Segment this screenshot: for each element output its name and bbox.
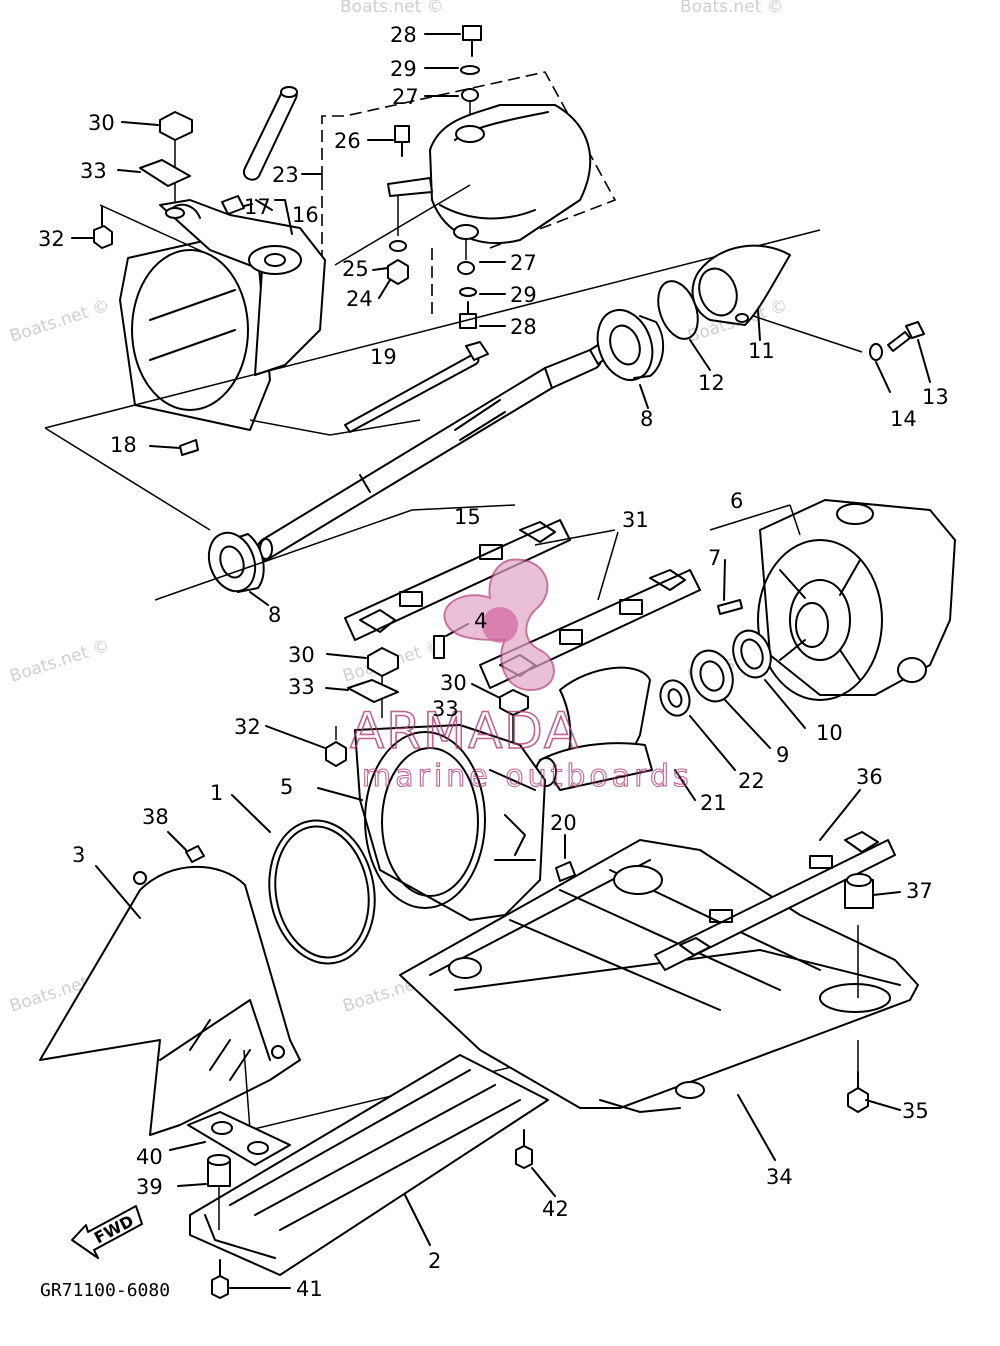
oring-1 (231, 794, 376, 965)
callout-35: 35 (902, 1099, 929, 1123)
callout-17: 17 (244, 195, 271, 219)
callout-29: 29 (390, 57, 417, 81)
callout-2: 2 (428, 1249, 441, 1273)
duct-housing-part (317, 724, 546, 921)
callout-19: 19 (370, 345, 397, 369)
callout-23: 23 (272, 163, 299, 187)
callout-labels: 28 29 27 30 26 33 23 17 16 32 25 27 24 2… (38, 23, 949, 1301)
watermark: Boats.net © (680, 0, 784, 17)
fwd-arrow-icon: FWD (71, 1205, 143, 1259)
diagram-code: GR71100-6080 (40, 1280, 170, 1301)
callout-8: 8 (268, 603, 281, 627)
callout-29: 29 (510, 283, 537, 307)
callout-27: 27 (392, 85, 419, 109)
bolt-7 (717, 599, 743, 615)
drive-shaft-part (44, 229, 863, 561)
bearing-lower (154, 504, 516, 606)
callout-6: 6 (730, 489, 743, 513)
callout-10: 10 (816, 721, 843, 745)
callout-22: 22 (738, 769, 765, 793)
callout-37: 37 (906, 879, 933, 903)
callout-5: 5 (280, 775, 293, 799)
brand-tagline: marine outboards (362, 759, 693, 794)
bottom-plate-34 (399, 839, 919, 1161)
callout-28: 28 (510, 315, 537, 339)
callout-3: 3 (72, 843, 85, 867)
callout-42: 42 (542, 1197, 569, 1221)
callout-25: 25 (342, 257, 369, 281)
callout-1: 1 (210, 781, 223, 805)
fwd-label: FWD (91, 1211, 137, 1247)
brand-name: ARMADA (350, 702, 580, 760)
callout-39: 39 (136, 1175, 163, 1199)
callout-12: 12 (698, 371, 725, 395)
callout-4: 4 (474, 609, 487, 633)
plate-40 (169, 1111, 291, 1166)
upper-left-hardware (71, 111, 193, 249)
callout-30: 30 (288, 643, 315, 667)
callout-41: 41 (296, 1277, 323, 1301)
bearing-upper (596, 309, 665, 409)
rod-part (242, 86, 298, 181)
callout-36: 36 (856, 765, 883, 789)
flange-parts (367, 125, 433, 299)
callout-31: 31 (622, 508, 649, 532)
callout-14: 14 (890, 407, 917, 431)
top-fasteners (424, 25, 482, 128)
callout-32: 32 (234, 715, 261, 739)
callout-33: 33 (288, 675, 315, 699)
callout-27: 27 (510, 251, 537, 275)
callout-32: 32 (38, 227, 65, 251)
callout-11: 11 (748, 339, 775, 363)
callout-28: 28 (390, 23, 417, 47)
lower-fasteners (457, 240, 506, 329)
callout-26: 26 (334, 129, 361, 153)
callout-8: 8 (640, 407, 653, 431)
middle-hardware (265, 647, 529, 767)
callout-16: 16 (292, 203, 319, 227)
callout-34: 34 (766, 1165, 793, 1189)
bolt-13-washer-14 (869, 321, 931, 393)
callout-13: 13 (922, 385, 949, 409)
callout-9: 9 (776, 743, 789, 767)
intermediate-housing-part (44, 195, 421, 531)
right-bolts (844, 873, 901, 1113)
cap-11 (691, 244, 791, 341)
callout-38: 38 (142, 805, 169, 829)
watermark: Boats.net © (340, 0, 444, 17)
ring-parts (659, 629, 806, 771)
callout-21: 21 (700, 791, 727, 815)
impeller-21 (535, 666, 696, 801)
callout-15: 15 (454, 505, 481, 529)
callout-7: 7 (708, 546, 721, 570)
pump-housing-part (709, 499, 956, 701)
callout-33: 33 (432, 697, 459, 721)
brand-watermark: ARMADA marine outboards (349, 558, 693, 795)
callout-24: 24 (346, 287, 373, 311)
callout-30: 30 (440, 671, 467, 695)
clamp-tube-part (334, 104, 592, 266)
callout-20: 20 (550, 811, 577, 835)
watermark: Boats.net © (7, 296, 112, 347)
watermark: Boats.net © (7, 636, 112, 687)
pin-20 (555, 834, 576, 882)
bottom-bolts (177, 1129, 556, 1299)
ride-plate-2 (189, 1054, 549, 1276)
callout-40: 40 (136, 1145, 163, 1169)
callout-30: 30 (88, 111, 115, 135)
callout-18: 18 (110, 433, 137, 457)
callout-33: 33 (80, 159, 107, 183)
plate-36 (654, 789, 896, 971)
